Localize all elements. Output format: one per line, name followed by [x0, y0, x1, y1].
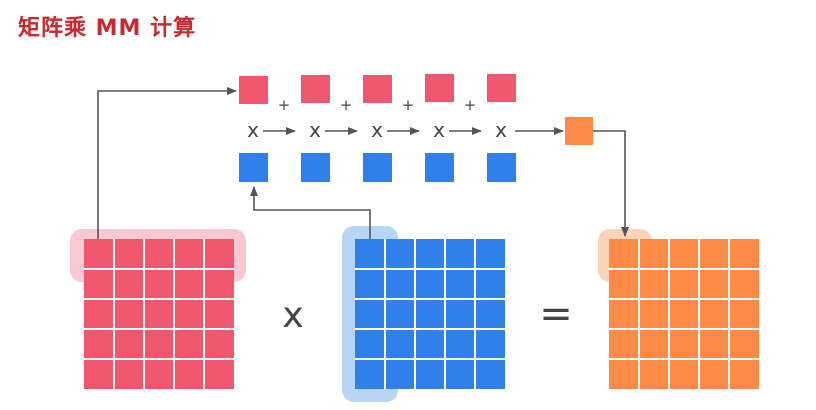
multiply-sign: x — [247, 118, 259, 142]
column-b-element — [301, 153, 330, 182]
column-b-element — [425, 153, 454, 182]
matrix-a — [84, 239, 234, 389]
connector-a-to-row — [97, 87, 237, 239]
row-a-element — [239, 76, 268, 104]
connector-b-to-column — [250, 186, 371, 239]
column-b-element — [239, 153, 268, 182]
matC-body — [609, 239, 759, 389]
row-a-elements — [239, 74, 516, 104]
column-b-element — [363, 153, 392, 182]
row-a-element — [487, 74, 516, 102]
row-a-element — [363, 75, 392, 103]
multiply-sign: x — [433, 118, 445, 142]
plus-signs: + + + + — [278, 96, 477, 114]
plus-sign: + — [464, 96, 477, 114]
page-title: 矩阵乘 MM 计算 — [18, 16, 197, 41]
multiply-sign: x — [371, 118, 383, 142]
equals-operator: = — [539, 291, 573, 337]
row-a-element — [425, 74, 454, 102]
column-b-elements — [239, 153, 516, 182]
result-element — [565, 117, 593, 145]
matB-body — [355, 239, 505, 389]
multiply-operator: x — [282, 295, 303, 336]
multiply-sign: x — [309, 118, 321, 142]
multiply-sign: x — [495, 118, 507, 142]
matA-body — [84, 239, 234, 389]
row-a-element — [301, 75, 330, 103]
column-b-element — [487, 153, 516, 182]
matrix-b — [355, 239, 505, 389]
matrix-c — [609, 239, 759, 389]
plus-sign: + — [340, 96, 353, 114]
plus-sign: + — [278, 96, 291, 114]
connector-result-to-c — [593, 130, 629, 237]
plus-sign: + — [402, 96, 415, 114]
